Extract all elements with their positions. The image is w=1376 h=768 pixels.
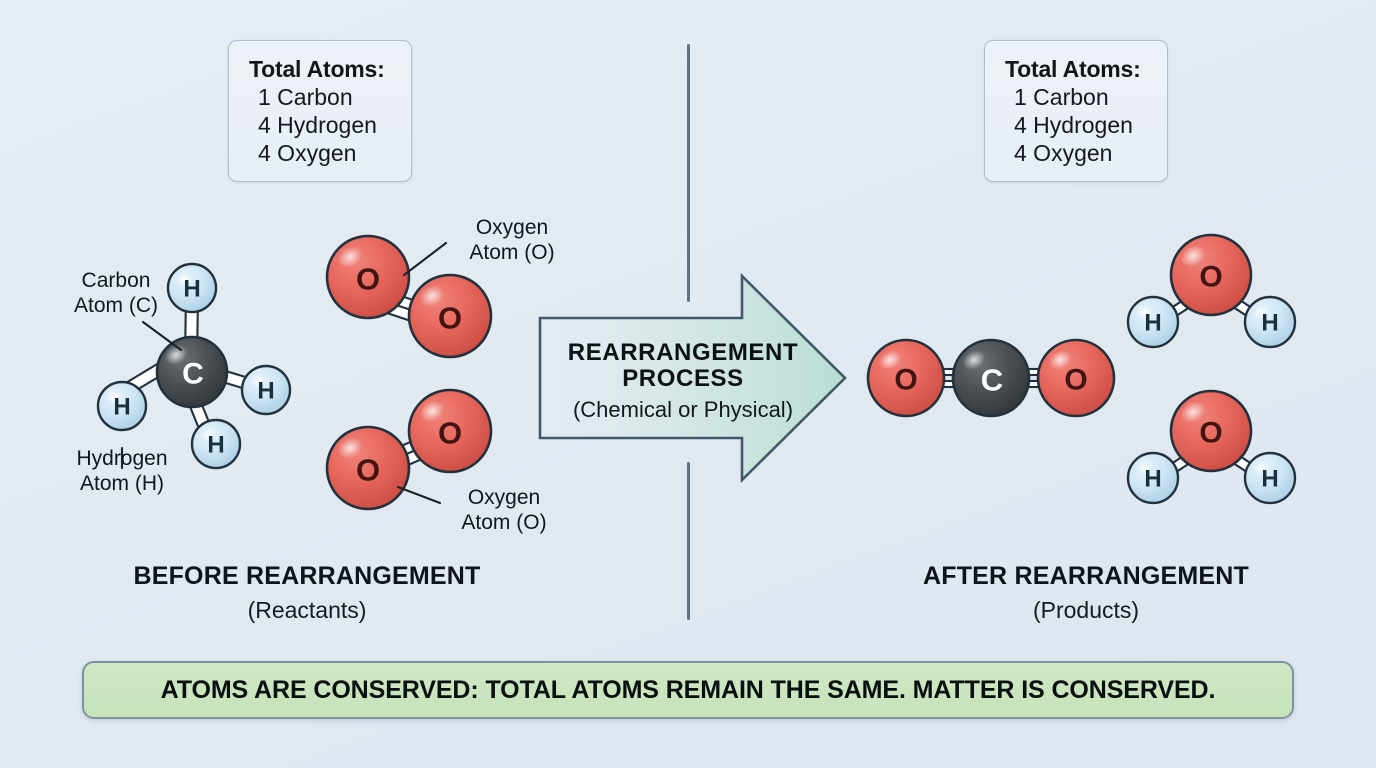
annotation-oxygen-bottom-line2: Atom (O) (461, 511, 547, 535)
caption-after-main: AFTER REARRANGEMENT (922, 562, 1250, 590)
leader-line-oxygen-bottom (396, 485, 442, 505)
arrow-label-line3: (Chemical or Physical) (572, 396, 794, 422)
caption-before-main: BEFORE REARRANGEMENT (133, 562, 481, 590)
total-atoms-carbon-right: 1 Carbon (1014, 84, 1109, 111)
atom-oxygen: O (407, 388, 493, 474)
annotation-oxygen-top-line1: Oxygen (475, 216, 549, 239)
svg-text:H: H (1144, 310, 1161, 337)
total-atoms-oxygen-right: 4 Oxygen (1014, 140, 1113, 167)
atom-oxygen: O (407, 273, 493, 359)
caption-after: AFTER REARRANGEMENT (Products) (886, 562, 1286, 624)
divider-bottom (687, 462, 690, 620)
svg-text:C: C (182, 358, 204, 391)
arrow-label: REARRANGEMENT PROCESS (Chemical or Physi… (538, 339, 828, 423)
atom-hydrogen: H (1126, 295, 1180, 349)
total-atoms-hydrogen-right: 4 Hydrogen (1014, 112, 1133, 139)
caption-before-sub: (Reactants) (247, 597, 367, 623)
divider-top (687, 44, 690, 302)
atom-oxygen: O (1169, 233, 1253, 317)
svg-text:O: O (1199, 417, 1222, 450)
svg-text:H: H (257, 378, 274, 405)
svg-text:H: H (113, 394, 130, 421)
total-atoms-box-right: Total Atoms: 1 Carbon 4 Hydrogen 4 Oxyge… (984, 40, 1168, 183)
total-atoms-carbon-left: 1 Carbon (258, 84, 353, 111)
atom-hydrogen: H (240, 364, 292, 416)
annotation-hydrogen: Hydrogen Atom (H) (62, 446, 182, 496)
caption-before: BEFORE REARRANGEMENT (Reactants) (107, 562, 507, 624)
svg-text:O: O (1064, 364, 1087, 397)
annotation-carbon-line2: Atom (C) (74, 294, 158, 318)
atom-hydrogen: H (96, 380, 148, 432)
total-atoms-hydrogen-left: 4 Hydrogen (258, 112, 377, 139)
atom-hydrogen: H (1126, 451, 1180, 505)
svg-text:O: O (356, 453, 380, 488)
annotation-hydrogen-line1: Hydrogen (76, 447, 168, 470)
molecule-carbon-dioxide: O O C (866, 338, 1116, 418)
total-atoms-title-left: Total Atoms: (249, 56, 385, 82)
leader-line-carbon (141, 320, 183, 352)
svg-text:O: O (1199, 261, 1222, 294)
svg-text:C: C (981, 363, 1003, 398)
arrow-label-line2: PROCESS (622, 365, 744, 393)
annotation-hydrogen-line2: Atom (H) (80, 472, 164, 496)
total-atoms-oxygen-left: 4 Oxygen (258, 140, 357, 167)
arrow-label-line1: REARRANGEMENT (567, 339, 799, 366)
svg-text:H: H (1144, 466, 1161, 493)
svg-text:H: H (1261, 310, 1278, 337)
annotation-oxygen-bottom: Oxygen Atom (O) (444, 485, 564, 535)
atom-oxygen: O (1169, 389, 1253, 473)
conservation-banner-text: ATOMS ARE CONSERVED: TOTAL ATOMS REMAIN … (160, 675, 1216, 704)
atom-carbon: C (155, 335, 229, 409)
annotation-carbon: Carbon Atom (C) (56, 268, 176, 318)
atom-oxygen: O (1036, 338, 1116, 418)
atom-hydrogen: H (1243, 295, 1297, 349)
svg-text:O: O (438, 301, 462, 336)
atom-hydrogen: H (1243, 451, 1297, 505)
svg-text:O: O (894, 364, 917, 397)
svg-text:O: O (356, 262, 380, 297)
conservation-banner: ATOMS ARE CONSERVED: TOTAL ATOMS REMAIN … (82, 661, 1294, 719)
atom-oxygen: O (866, 338, 946, 418)
annotation-carbon-line1: Carbon (81, 269, 151, 292)
svg-text:H: H (183, 276, 200, 303)
leader-line-oxygen-top (402, 241, 448, 277)
atom-hydrogen: H (190, 418, 242, 470)
svg-text:O: O (438, 416, 462, 451)
atom-oxygen: O (325, 234, 411, 320)
rearrangement-arrow (538, 272, 847, 484)
annotation-oxygen-top: Oxygen Atom (O) (452, 215, 572, 265)
molecule-water-lower: H H O (1126, 389, 1297, 505)
atom-oxygen: O (325, 425, 411, 511)
atom-carbon: C (951, 338, 1031, 418)
total-atoms-title-right: Total Atoms: (1005, 56, 1141, 82)
caption-after-sub: (Products) (1032, 597, 1140, 623)
total-atoms-box-left: Total Atoms: 1 Carbon 4 Hydrogen 4 Oxyge… (228, 40, 412, 183)
annotation-oxygen-bottom-line1: Oxygen (467, 486, 541, 509)
molecule-water-upper: H H O (1126, 233, 1297, 349)
svg-text:H: H (1261, 466, 1278, 493)
annotation-oxygen-top-line2: Atom (O) (469, 241, 555, 265)
svg-text:H: H (207, 432, 224, 459)
